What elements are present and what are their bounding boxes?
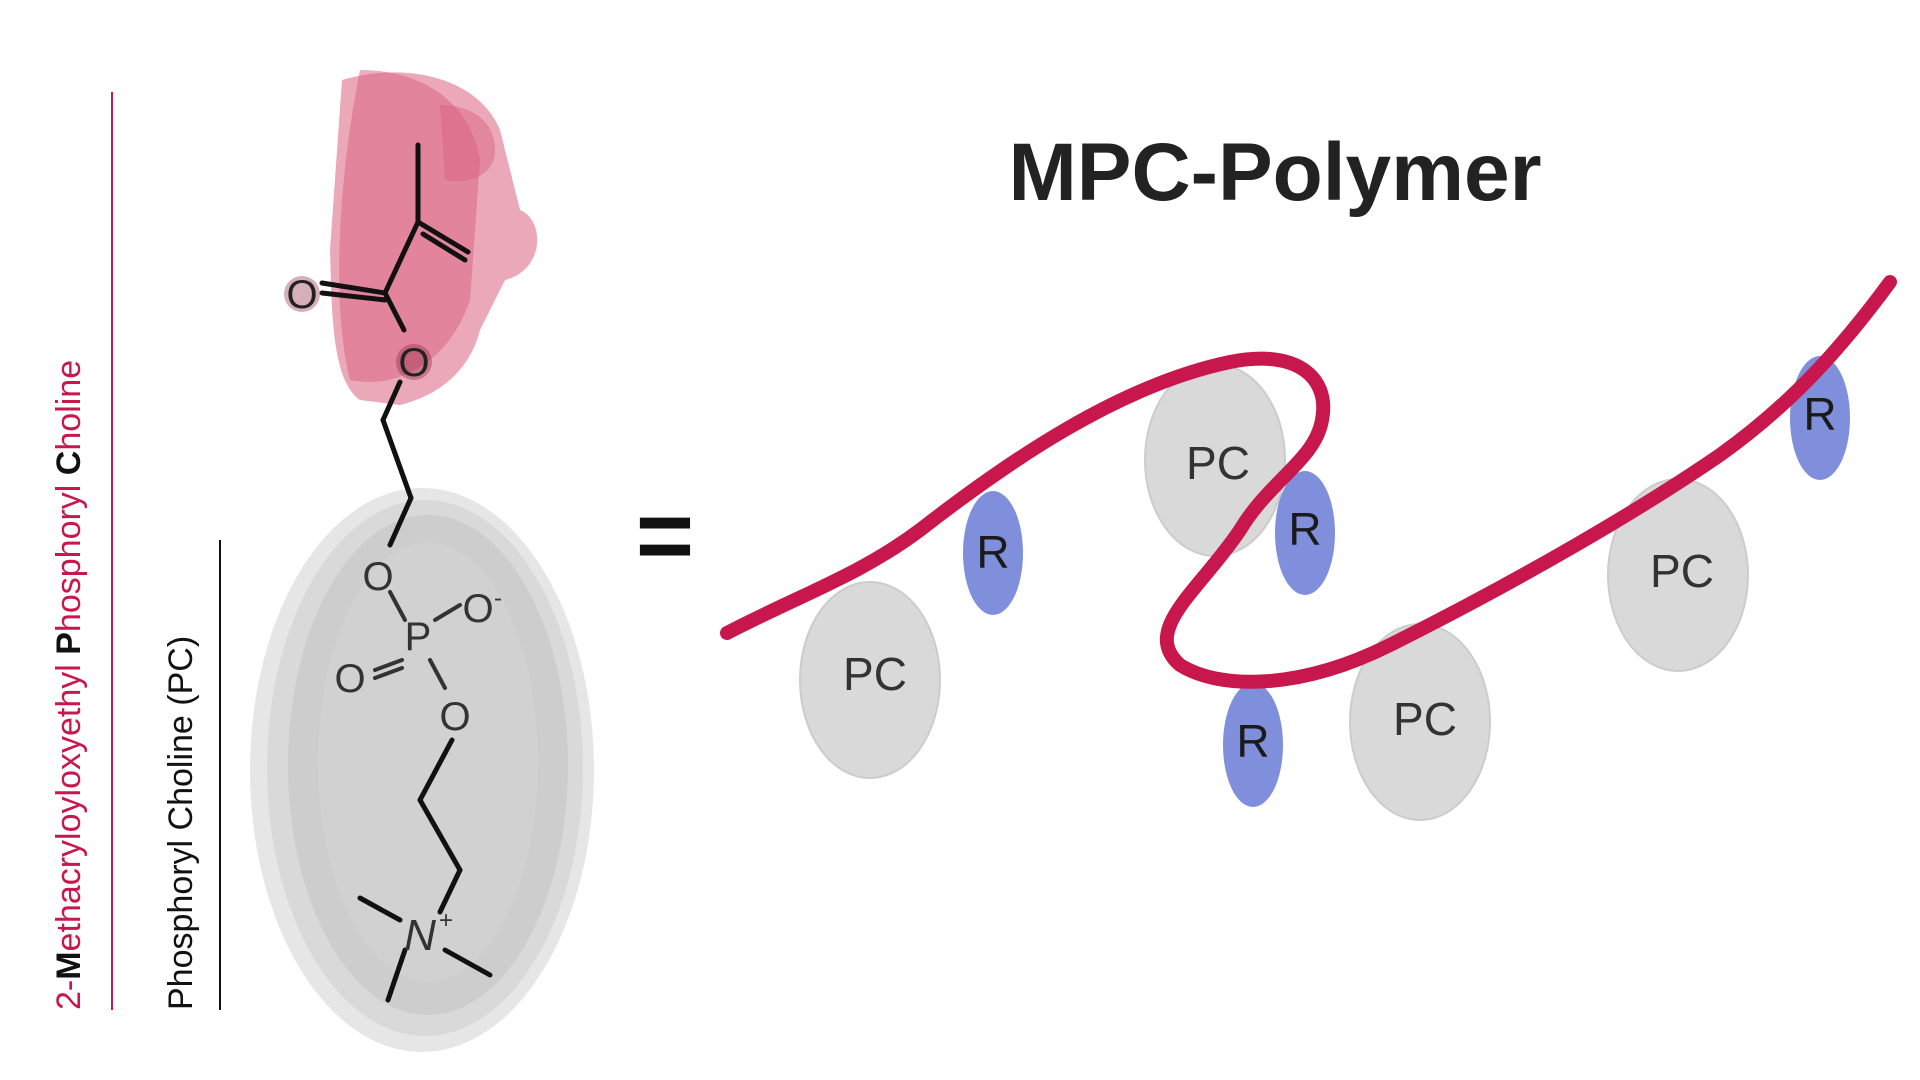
- pc-unit-label: PC: [1650, 545, 1714, 597]
- phosphate-bonds: [373, 590, 462, 690]
- atom-o1: O: [362, 555, 393, 599]
- polymer-backbone: [720, 275, 1897, 689]
- atom-n-plus: +: [439, 907, 453, 934]
- pc-unit: PC: [1144, 363, 1286, 557]
- r-unit-label: R: [1288, 503, 1321, 555]
- r-unit: R: [1223, 683, 1283, 807]
- r-units: R R R R: [963, 356, 1850, 807]
- r-unit-label: R: [1803, 388, 1836, 440]
- atom-p: P: [405, 615, 432, 659]
- page-title: MPC-Polymer: [1008, 127, 1541, 218]
- r-unit-label: R: [976, 526, 1009, 578]
- equals-sign: =: [636, 480, 694, 592]
- r-unit-label: R: [1236, 715, 1269, 767]
- atom-labels: O O O O - P O O N +: [284, 273, 502, 960]
- atom-carbonyl-o: O: [286, 273, 317, 317]
- atom-minus-sign: -: [494, 585, 502, 612]
- atom-n: N: [404, 911, 436, 960]
- r-unit: R: [963, 491, 1023, 615]
- pc-unit-label: PC: [1186, 437, 1250, 489]
- pc-unit: PC: [799, 581, 941, 779]
- pc-unit-label: PC: [843, 648, 907, 700]
- choline-bonds: [357, 737, 493, 1003]
- pc-gray-ellipse: [250, 488, 594, 1052]
- atom-ester-o: O: [398, 341, 429, 385]
- pc-unit-label: PC: [1393, 693, 1457, 745]
- r-unit: R: [1275, 471, 1335, 595]
- molecule-bonds: [319, 142, 471, 548]
- pc-unit: PC: [1607, 478, 1749, 672]
- pc-unit: PC: [1349, 623, 1491, 821]
- atom-o-double: O: [334, 657, 365, 701]
- methacrylate-pink-highlight: [330, 70, 538, 405]
- atom-o-minus: O: [462, 587, 493, 631]
- atom-o2: O: [439, 695, 470, 739]
